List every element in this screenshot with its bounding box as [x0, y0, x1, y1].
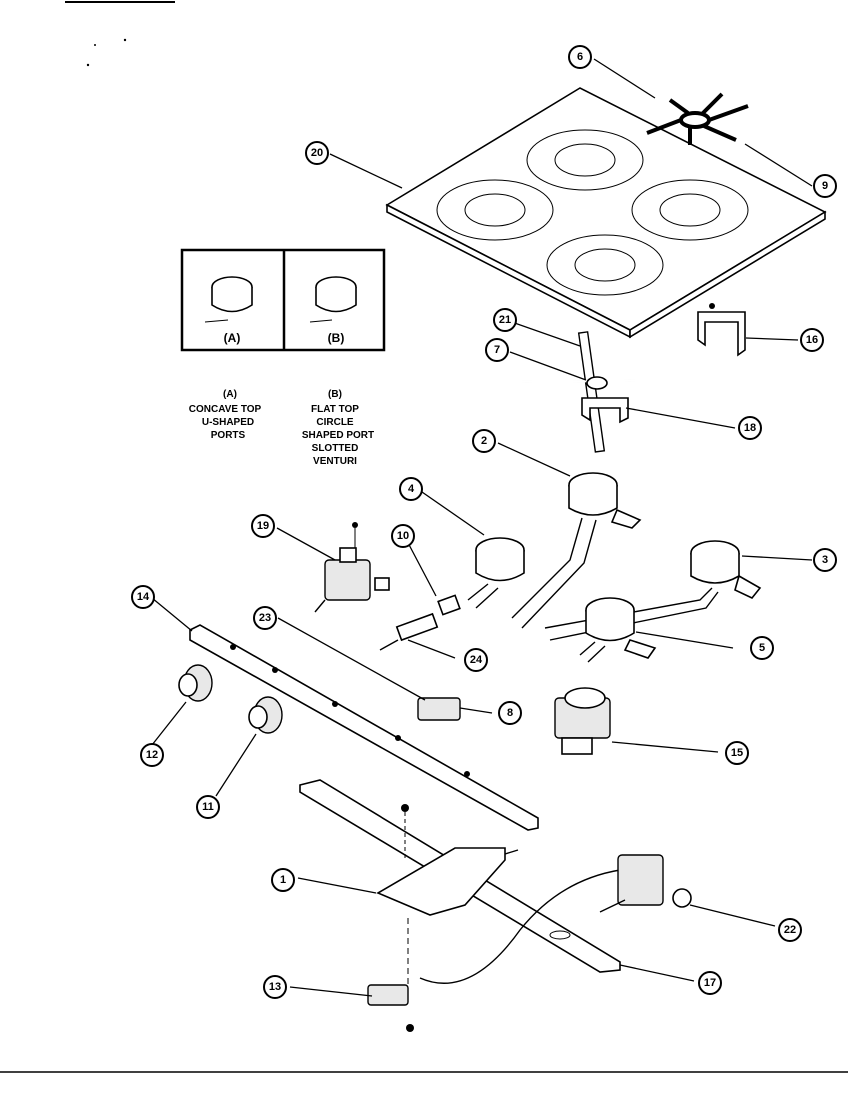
- callout-1: 1: [271, 868, 295, 892]
- burner-grate: [646, 92, 749, 145]
- svg-text:23: 23: [259, 612, 271, 624]
- callout-2: 2: [472, 429, 496, 453]
- legend-b-line5: VENTURI: [313, 456, 357, 467]
- svg-text:8: 8: [507, 707, 513, 719]
- legend-b-line4: SLOTTED: [312, 443, 359, 454]
- callout-10: 10: [391, 524, 415, 548]
- orifice-fittings: [379, 594, 461, 651]
- legend: (A) CONCAVE TOP U-SHAPED PORTS (B) FLAT …: [189, 389, 374, 467]
- callout-22: 22: [778, 918, 802, 942]
- burner-5: [579, 597, 657, 663]
- scan-marks: [65, 1, 175, 67]
- burner-3: [544, 540, 762, 641]
- inset-label-a: (A): [224, 331, 241, 345]
- callout-17: 17: [698, 971, 722, 995]
- legend-b-line1: FLAT TOP: [311, 404, 359, 415]
- legend-b-tag: (B): [328, 389, 342, 400]
- svg-text:3: 3: [822, 554, 828, 566]
- knob-12: [178, 664, 213, 702]
- svg-text:14: 14: [137, 591, 150, 603]
- inset-label-b: (B): [328, 331, 345, 345]
- safety-valve: [314, 522, 390, 613]
- svg-text:1: 1: [280, 874, 286, 886]
- callout-9: 9: [813, 174, 837, 198]
- igniter-switch: [417, 697, 461, 721]
- svg-text:9: 9: [822, 180, 828, 192]
- svg-text:15: 15: [731, 747, 743, 759]
- burner-type-inset: (A) (B): [180, 248, 386, 352]
- gas-manifold: [189, 624, 539, 831]
- legend-b-line2: CIRCLE: [316, 417, 354, 428]
- cooktop-panel: [385, 87, 827, 339]
- burner-box-bracket: [697, 303, 746, 357]
- callout-21: 21: [493, 308, 517, 332]
- callout-3: 3: [813, 548, 837, 572]
- callout-14: 14: [131, 585, 155, 609]
- callout-5: 5: [750, 636, 774, 660]
- callout-16: 16: [800, 328, 824, 352]
- legend-a-line3: PORTS: [211, 430, 246, 441]
- svg-text:2: 2: [481, 435, 487, 447]
- svg-text:13: 13: [269, 981, 281, 993]
- svg-text:6: 6: [577, 51, 583, 63]
- svg-text:18: 18: [744, 422, 756, 434]
- control-valve-22: [599, 854, 692, 913]
- callout-4: 4: [399, 477, 423, 501]
- svg-text:20: 20: [311, 147, 323, 159]
- legend-b-line3: SHAPED PORT: [302, 430, 374, 441]
- svg-text:11: 11: [202, 801, 214, 813]
- legend-a-tag: (A): [223, 389, 237, 400]
- svg-text:10: 10: [397, 530, 409, 542]
- svg-text:12: 12: [146, 749, 158, 761]
- callout-24: 24: [464, 648, 488, 672]
- callout-7: 7: [485, 338, 509, 362]
- burner-4: [467, 537, 525, 609]
- burner-spreader-assembly: [499, 331, 701, 453]
- legend-a-line2: U-SHAPED: [202, 417, 254, 428]
- igniter-13: [367, 869, 621, 1032]
- svg-text:24: 24: [470, 654, 483, 666]
- svg-text:7: 7: [494, 344, 500, 356]
- callout-13: 13: [263, 975, 287, 999]
- svg-text:5: 5: [759, 642, 765, 654]
- leader-lines: [151, 58, 813, 997]
- callout-23: 23: [253, 606, 277, 630]
- callout-6: 6: [568, 45, 592, 69]
- burner-2: [511, 472, 642, 629]
- svg-text:21: 21: [499, 314, 511, 326]
- svg-text:4: 4: [408, 483, 415, 495]
- svg-text:22: 22: [784, 924, 796, 936]
- callout-12: 12: [140, 743, 164, 767]
- knob-11: [248, 696, 283, 734]
- callout-19: 19: [251, 514, 275, 538]
- callout-8: 8: [498, 701, 522, 725]
- pressure-regulator: [554, 687, 611, 755]
- svg-text:19: 19: [257, 520, 269, 532]
- callout-15: 15: [725, 741, 749, 765]
- mounting-bracket-1: [376, 804, 519, 985]
- callout-11: 11: [196, 795, 220, 819]
- svg-text:16: 16: [806, 334, 818, 346]
- callout-20: 20: [305, 141, 329, 165]
- svg-text:17: 17: [704, 977, 716, 989]
- callout-18: 18: [738, 416, 762, 440]
- legend-a-line1: CONCAVE TOP: [189, 404, 262, 415]
